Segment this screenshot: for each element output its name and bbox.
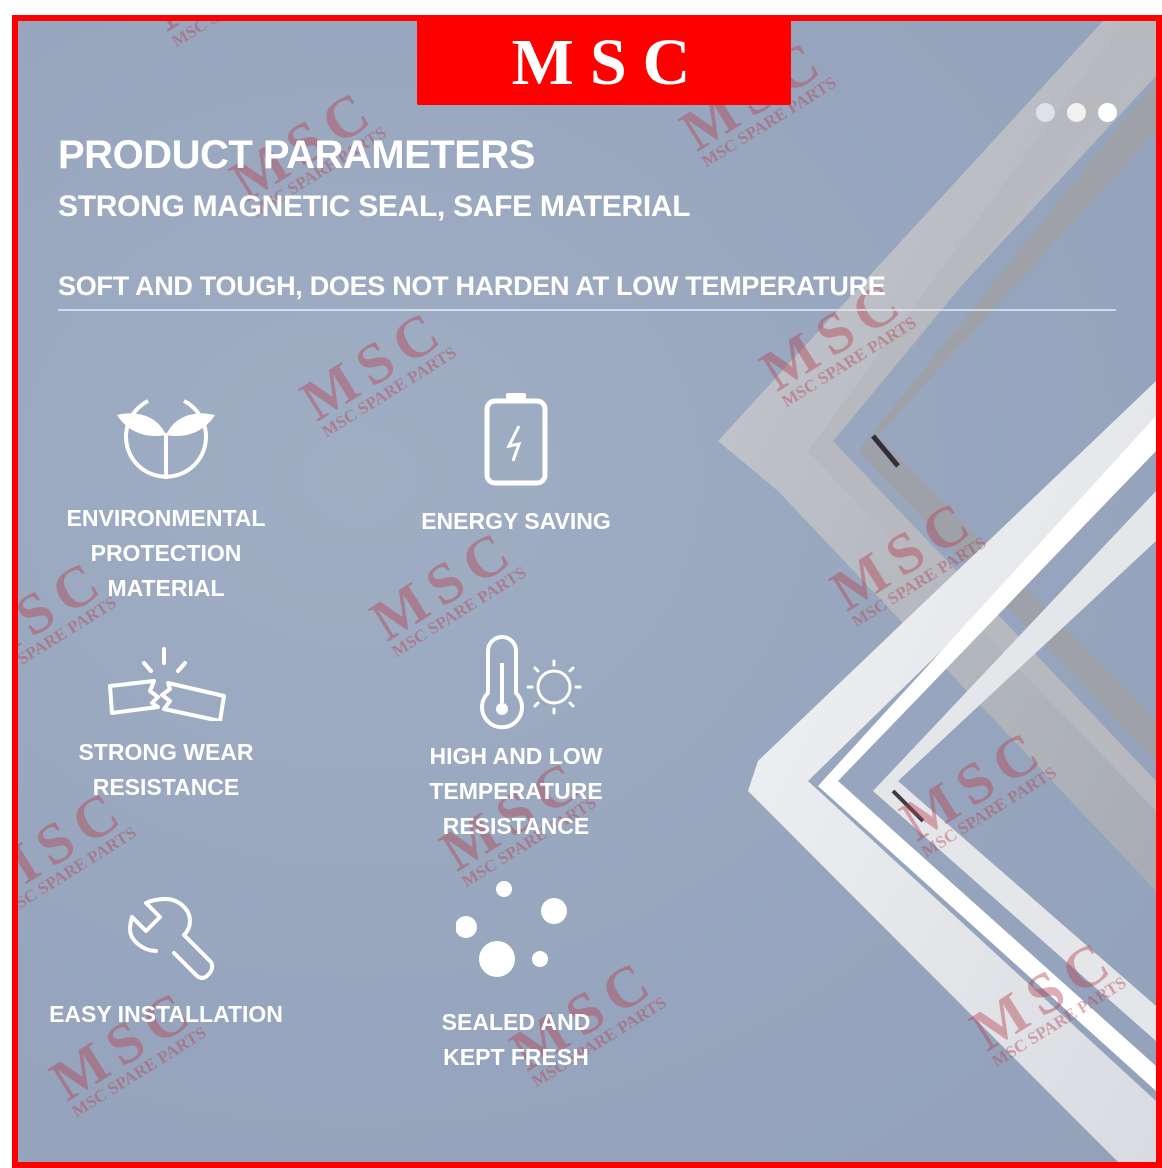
feature-sealed-fresh: SEALED AND KEPT FRESH	[386, 879, 646, 1075]
broken-piece-icon	[107, 647, 226, 721]
thermometer-sun-icon	[480, 635, 582, 730]
feature-environmental: ENVIRONMENTAL PROTECTION MATERIAL	[36, 389, 296, 606]
carousel-dot-1[interactable]	[1036, 103, 1055, 122]
feature-label: EASY INSTALLATION	[49, 1001, 283, 1027]
feature-energy-saving: ENERGY SAVING	[386, 391, 646, 539]
feature-label: ENERGY SAVING	[421, 508, 611, 534]
battery-charging-icon	[484, 393, 548, 486]
page-title: PRODUCT PARAMETERS	[58, 133, 535, 177]
wrench-icon	[128, 897, 215, 980]
feature-temperature-resistance: HIGH AND LOW TEMPERATURE RESISTANCE	[386, 633, 646, 844]
feature-label: SEALED AND KEPT FRESH	[441, 1009, 591, 1070]
feature-wear-resistance: STRONG WEAR RESISTANCE	[36, 641, 296, 805]
divider	[58, 309, 1116, 311]
carousel-dot-3[interactable]	[1098, 103, 1117, 122]
feature-label: HIGH AND LOW TEMPERATURE RESISTANCE	[429, 743, 603, 839]
feature-label: STRONG WEAR RESISTANCE	[78, 739, 254, 800]
tagline: SOFT AND TOUGH, DOES NOT HARDEN AT LOW T…	[58, 271, 886, 301]
carousel-dot-2[interactable]	[1067, 103, 1086, 122]
carousel-indicator	[1036, 103, 1117, 122]
msc-logo: MSC	[417, 21, 791, 105]
feature-label: ENVIRONMENTAL PROTECTION MATERIAL	[66, 505, 266, 601]
leaf-circle-icon	[117, 399, 215, 479]
bubbles-icon	[456, 881, 567, 977]
page-subtitle: STRONG MAGNETIC SEAL, SAFE MATERIAL	[58, 190, 691, 223]
feature-easy-installation: EASY INSTALLATION	[36, 891, 296, 1032]
